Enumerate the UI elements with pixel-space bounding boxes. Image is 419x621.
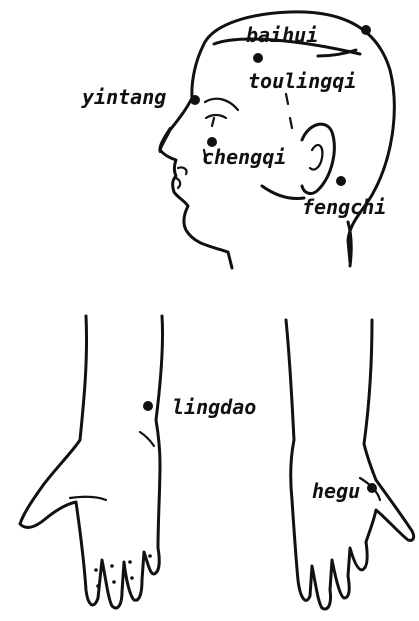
- left-palm-crease: [70, 497, 106, 500]
- left-arm-drawing: lingdao: [20, 316, 256, 608]
- label-baihui: baihui: [246, 23, 318, 47]
- label-yintang: yintang: [81, 85, 166, 109]
- eye: [206, 115, 226, 126]
- label-toulingqi: toulingqi: [248, 69, 356, 93]
- point-fengchi: [336, 176, 346, 186]
- nostril: [178, 167, 187, 174]
- skull-outline: [203, 12, 394, 262]
- left-arm-outer: [20, 316, 163, 608]
- tick-mark-2: [290, 118, 292, 128]
- label-lingdao: lingdao: [172, 395, 256, 419]
- label-fengchi: fengchi: [302, 195, 386, 219]
- right-arm-drawing: hegu: [286, 320, 414, 609]
- point-hegu: [367, 483, 377, 493]
- ear-inner: [310, 145, 322, 170]
- point-baihui: [361, 25, 371, 35]
- head-drawing: baihui toulingqi yintang chengqi fengchi: [81, 12, 394, 268]
- tick-mark-1: [286, 94, 288, 104]
- label-hegu: hegu: [312, 479, 360, 503]
- ear: [302, 124, 334, 193]
- label-chengqi: chengqi: [202, 145, 286, 169]
- eyebrow: [205, 99, 238, 110]
- left-wrist-line: [140, 432, 154, 446]
- point-toulingqi: [253, 53, 263, 63]
- point-lingdao: [143, 401, 153, 411]
- lips: [176, 178, 180, 188]
- point-yintang: [190, 95, 200, 105]
- right-arm-outer: [286, 320, 414, 609]
- jaw-line: [262, 186, 304, 199]
